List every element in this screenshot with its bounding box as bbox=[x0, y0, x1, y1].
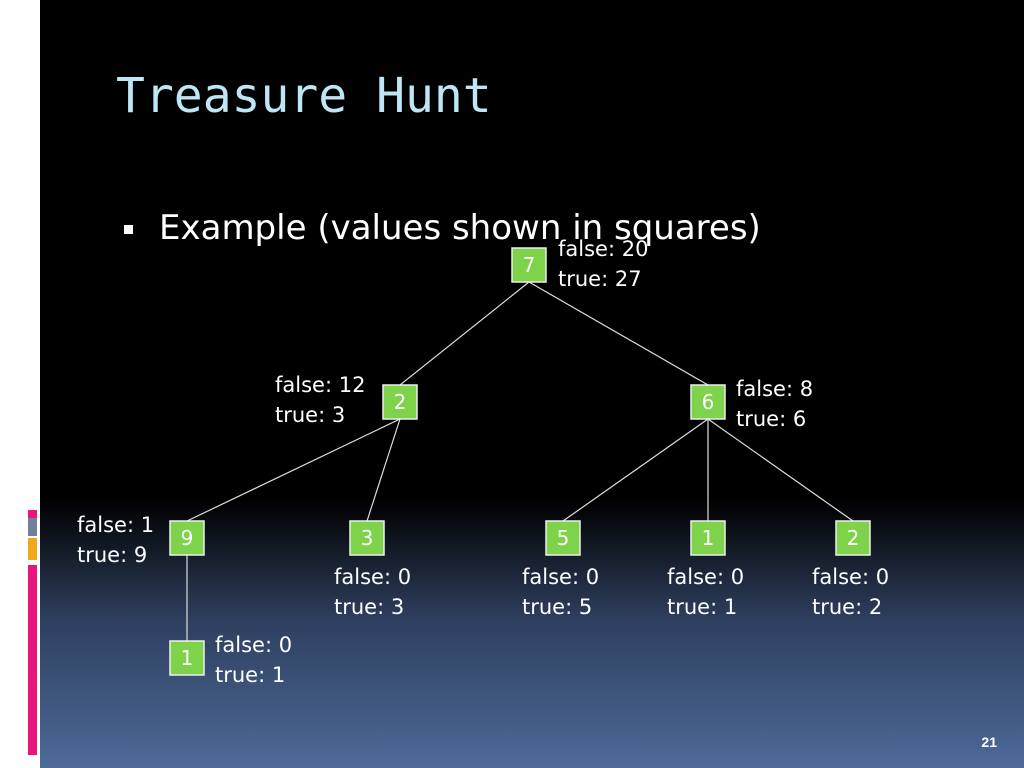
true-value-label: true: 6 bbox=[736, 407, 807, 431]
false-value-label: false: 0 bbox=[334, 565, 412, 589]
node-value: 2 bbox=[394, 390, 407, 414]
node-square bbox=[545, 520, 581, 556]
true-value-label: true: 5 bbox=[522, 595, 593, 619]
tree-node-n1a: 1 bbox=[690, 520, 726, 556]
tree-edge-n6-n2b bbox=[707, 418, 854, 522]
false-value-label: false: 0 bbox=[215, 633, 293, 657]
node-value: 2 bbox=[847, 526, 860, 550]
strip-accent-pink-long bbox=[28, 565, 37, 755]
node-value: 3 bbox=[361, 526, 374, 550]
true-value-label: true: 1 bbox=[215, 663, 286, 687]
true-value-label: true: 27 bbox=[558, 267, 642, 291]
node-square bbox=[690, 520, 726, 556]
node-value: 1 bbox=[702, 526, 715, 550]
tree-node-n7: 7 bbox=[511, 247, 547, 283]
node-square bbox=[349, 520, 385, 556]
node-label-n5: false: 0 true: 5 bbox=[522, 562, 599, 622]
tree-node-n1b: 1 bbox=[169, 640, 205, 676]
tree-edge-n2-n3 bbox=[366, 418, 401, 522]
tree-edge-n2-n9 bbox=[186, 418, 401, 522]
slide-title: Treasure Hunt bbox=[116, 68, 492, 124]
node-value: 7 bbox=[523, 253, 536, 277]
strip-accent-orange bbox=[28, 538, 37, 560]
node-label-n1b: false: 0 true: 1 bbox=[215, 630, 292, 690]
node-square bbox=[382, 384, 418, 420]
tree-edge-n7-n6 bbox=[528, 281, 709, 386]
node-square bbox=[835, 520, 871, 556]
node-label-n6: false: 8 true: 6 bbox=[736, 374, 813, 434]
tree-node-n2b: 2 bbox=[835, 520, 871, 556]
node-label-n3: false: 0 true: 3 bbox=[334, 562, 411, 622]
false-value-label: false: 0 bbox=[812, 565, 890, 589]
tree-node-n5: 5 bbox=[545, 520, 581, 556]
square-bullet-icon bbox=[124, 225, 133, 234]
node-label-n9: false: 1 true: 9 bbox=[77, 510, 154, 570]
tree-node-n3: 3 bbox=[349, 520, 385, 556]
tree-edge-n7-n2 bbox=[399, 281, 530, 386]
node-value: 6 bbox=[702, 390, 715, 414]
node-label-n1a: false: 0 true: 1 bbox=[667, 562, 744, 622]
strip-accent-gray bbox=[28, 518, 37, 536]
true-value-label: true: 9 bbox=[77, 543, 148, 567]
strip-accent-pink bbox=[28, 510, 37, 518]
tree-node-n6: 6 bbox=[690, 384, 726, 420]
false-value-label: false: 0 bbox=[522, 565, 600, 589]
node-square bbox=[169, 640, 205, 676]
node-value: 5 bbox=[557, 526, 570, 550]
true-value-label: true: 2 bbox=[812, 595, 883, 619]
node-label-n2b: false: 0 true: 2 bbox=[812, 562, 889, 622]
node-label-n2: false: 12 true: 3 bbox=[275, 370, 365, 430]
false-value-label: false: 1 bbox=[77, 513, 155, 537]
left-decorative-strip bbox=[0, 0, 40, 768]
false-value-label: false: 8 bbox=[736, 377, 814, 401]
tree-node-n2: 2 bbox=[382, 384, 418, 420]
bullet-text: Example (values shown in squares) bbox=[159, 208, 761, 248]
node-square bbox=[690, 384, 726, 420]
false-value-label: false: 20 bbox=[558, 237, 649, 261]
node-value: 1 bbox=[181, 646, 194, 670]
strip-divider bbox=[18, 0, 20, 768]
node-square bbox=[169, 520, 205, 556]
node-square bbox=[511, 247, 547, 283]
true-value-label: true: 3 bbox=[334, 595, 405, 619]
true-value-label: true: 1 bbox=[667, 595, 738, 619]
true-value-label: true: 3 bbox=[275, 403, 346, 427]
slide-number: 21 bbox=[981, 734, 997, 750]
tree-node-n9: 9 bbox=[169, 520, 205, 556]
false-value-label: false: 12 bbox=[275, 373, 366, 397]
tree-edge-n6-n5 bbox=[562, 418, 709, 522]
false-value-label: false: 0 bbox=[667, 565, 745, 589]
node-label-n7: false: 20 true: 27 bbox=[558, 234, 648, 294]
node-value: 9 bbox=[181, 526, 194, 550]
